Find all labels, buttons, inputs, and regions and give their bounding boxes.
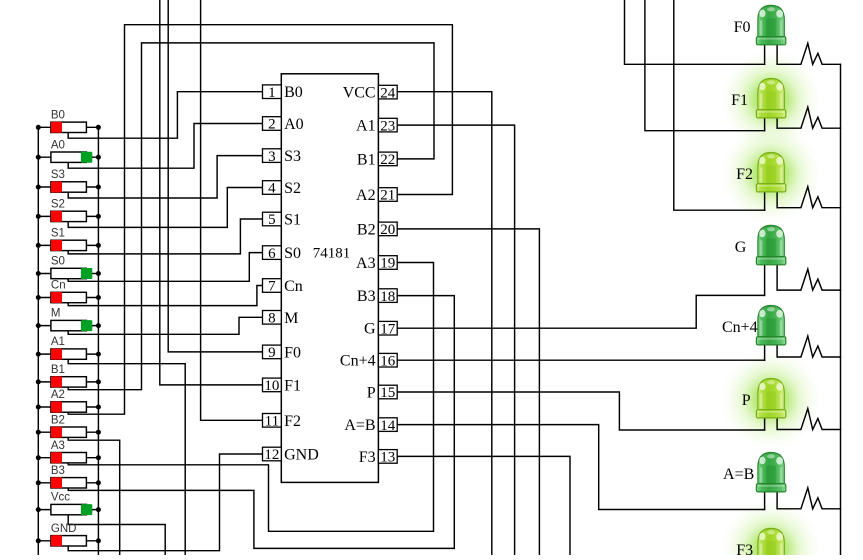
svg-text:Vcc: Vcc	[51, 492, 70, 504]
svg-text:F2: F2	[736, 166, 753, 183]
svg-text:Cn+4: Cn+4	[340, 353, 376, 370]
svg-text:GND: GND	[284, 447, 319, 464]
svg-text:16: 16	[380, 353, 396, 369]
svg-text:20: 20	[380, 222, 395, 238]
svg-text:B2: B2	[357, 221, 376, 238]
svg-text:A=B: A=B	[344, 417, 375, 434]
svg-text:S0: S0	[284, 245, 301, 262]
svg-text:11: 11	[265, 414, 279, 430]
svg-text:Cn: Cn	[51, 280, 66, 292]
svg-text:B0: B0	[284, 84, 303, 101]
svg-text:F2: F2	[284, 413, 301, 430]
svg-text:23: 23	[380, 118, 395, 134]
svg-text:S3: S3	[284, 148, 301, 165]
svg-text:10: 10	[264, 378, 279, 394]
svg-text:B3: B3	[51, 465, 65, 477]
svg-text:F1: F1	[284, 377, 301, 394]
svg-text:17: 17	[380, 321, 396, 337]
svg-text:A0: A0	[284, 116, 304, 133]
svg-text:B1: B1	[51, 364, 65, 376]
svg-text:B1: B1	[357, 151, 376, 168]
svg-text:13: 13	[380, 450, 395, 466]
svg-text:9: 9	[268, 345, 276, 361]
svg-text:7: 7	[268, 279, 276, 295]
svg-text:1: 1	[268, 85, 276, 101]
svg-text:F0: F0	[734, 19, 751, 36]
svg-text:5: 5	[268, 212, 276, 228]
svg-text:GND: GND	[51, 523, 77, 535]
svg-text:18: 18	[380, 289, 395, 305]
svg-text:S1: S1	[51, 228, 65, 240]
svg-text:Cn: Cn	[284, 278, 303, 295]
svg-text:8: 8	[268, 311, 276, 327]
svg-text:A0: A0	[51, 139, 65, 151]
svg-text:A1: A1	[356, 118, 376, 135]
svg-text:S0: S0	[51, 256, 65, 268]
svg-text:F3: F3	[359, 449, 376, 466]
svg-text:3: 3	[268, 149, 276, 165]
svg-text:14: 14	[380, 418, 396, 434]
svg-text:G: G	[364, 321, 376, 338]
svg-text:S1: S1	[284, 212, 301, 229]
svg-text:19: 19	[380, 256, 395, 272]
svg-text:S2: S2	[284, 180, 301, 197]
svg-text:M: M	[284, 310, 298, 327]
svg-text:F1: F1	[731, 92, 748, 109]
svg-text:B3: B3	[357, 288, 376, 305]
svg-text:G: G	[735, 239, 747, 256]
svg-text:2: 2	[268, 117, 276, 133]
svg-text:A2: A2	[356, 187, 376, 204]
svg-text:S3: S3	[51, 169, 65, 181]
svg-text:22: 22	[380, 152, 395, 168]
svg-text:B2: B2	[51, 414, 65, 426]
svg-text:A=B: A=B	[723, 466, 754, 483]
svg-text:A3: A3	[356, 255, 376, 272]
svg-text:A3: A3	[51, 440, 65, 452]
svg-text:4: 4	[268, 181, 276, 197]
svg-text:Cn+4: Cn+4	[722, 319, 758, 336]
svg-text:F3: F3	[736, 542, 753, 555]
svg-text:21: 21	[380, 188, 395, 204]
svg-text:A2: A2	[51, 389, 65, 401]
svg-text:B0: B0	[51, 109, 65, 121]
svg-text:M: M	[51, 308, 61, 320]
svg-text:P: P	[367, 385, 376, 402]
svg-text:15: 15	[380, 385, 395, 401]
svg-text:P: P	[742, 392, 751, 409]
svg-text:A1: A1	[51, 336, 65, 348]
svg-text:S2: S2	[51, 199, 65, 211]
svg-text:6: 6	[268, 246, 276, 262]
svg-text:24: 24	[380, 85, 396, 101]
svg-text:VCC: VCC	[343, 85, 376, 102]
svg-text:F0: F0	[284, 344, 301, 361]
svg-text:12: 12	[264, 447, 279, 463]
svg-text:74181: 74181	[313, 246, 351, 262]
